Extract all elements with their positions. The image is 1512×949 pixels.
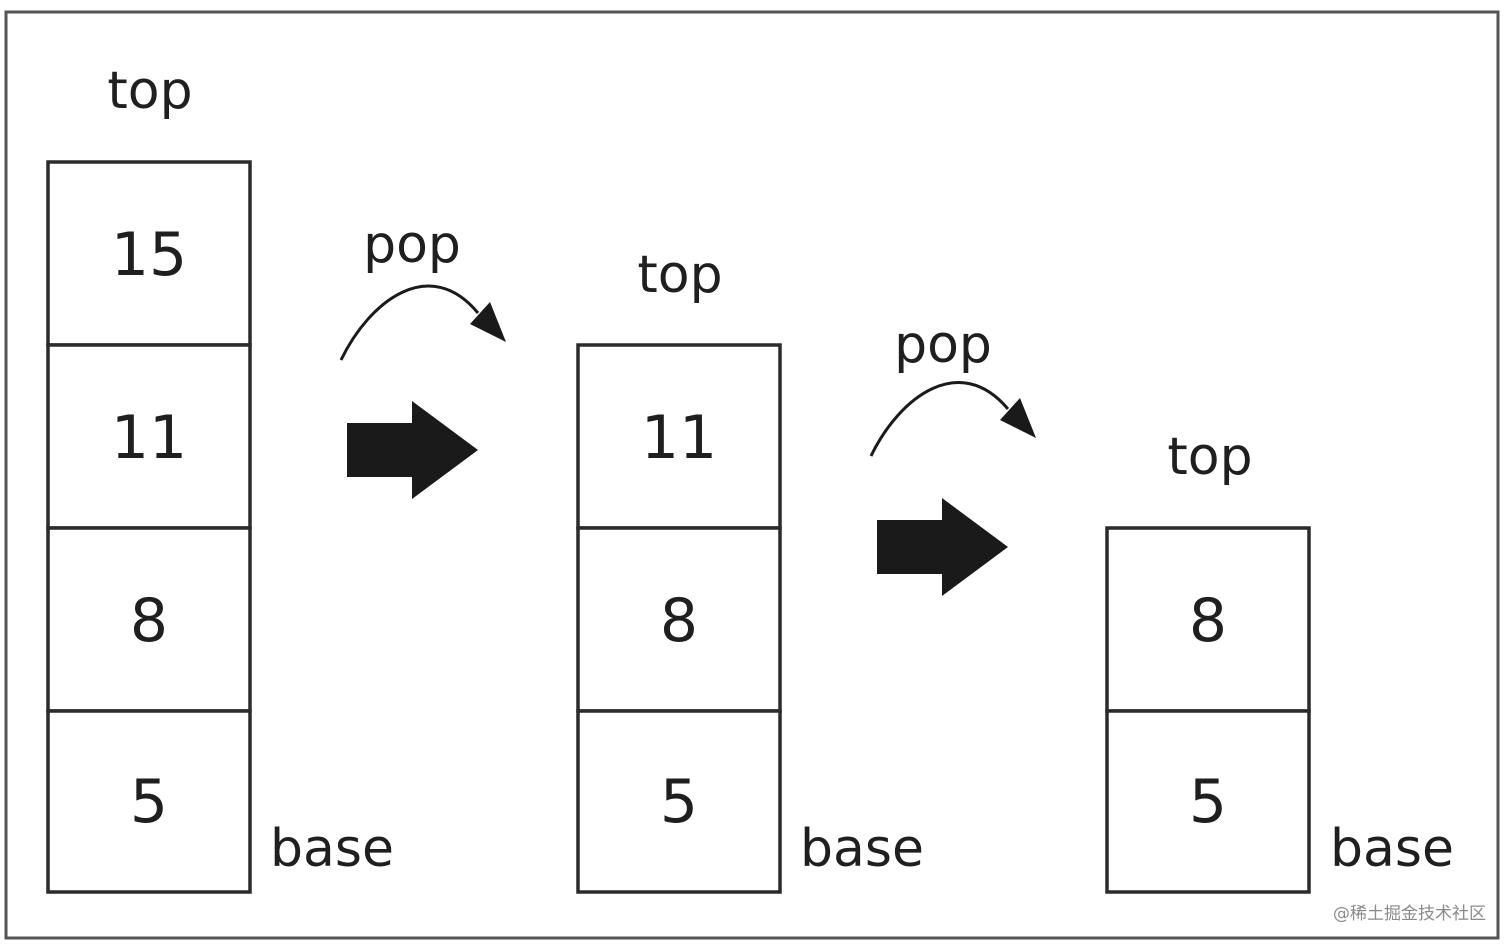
stack-1-top-label: top xyxy=(107,61,192,121)
stack-2: top 11 8 5 base xyxy=(576,245,924,894)
stack-3-cell-2 xyxy=(1105,709,1311,894)
stack-2-value-2: 8 xyxy=(660,586,698,656)
stack-2-value-1: 11 xyxy=(641,403,717,473)
stack-3-base-label: base xyxy=(1330,819,1454,879)
stack-1-cell-4 xyxy=(46,709,252,894)
stack-2-base-label: base xyxy=(800,819,924,879)
stack-3-cell-1 xyxy=(1105,526,1311,713)
stack-1-value-2: 11 xyxy=(111,403,187,473)
stack-1-value-3: 8 xyxy=(130,586,168,656)
block-arrow-right-icon xyxy=(347,401,478,499)
stack-2-top-label: top xyxy=(637,245,722,305)
curved-arrow-icon xyxy=(869,381,1010,457)
stack-1-base-label: base xyxy=(270,819,394,879)
pop-operation-2: pop xyxy=(869,315,1036,596)
watermark: @稀土掘金技术社区 xyxy=(1333,904,1486,924)
stack-2-cell-1 xyxy=(576,343,782,530)
pop-operation-1: pop xyxy=(339,215,506,499)
stack-1: top 15 11 8 5 base xyxy=(46,61,394,894)
stack-3-value-2: 5 xyxy=(1189,767,1227,837)
stack-2-cell-3 xyxy=(576,709,782,894)
stack-2-cell-2 xyxy=(576,526,782,713)
stack-2-value-3: 5 xyxy=(660,767,698,837)
stack-3: top 8 5 base xyxy=(1105,427,1454,894)
pop-label-2: pop xyxy=(894,315,992,375)
stack-3-top-label: top xyxy=(1167,427,1252,487)
curved-arrowhead-icon xyxy=(1000,398,1036,438)
pop-label-1: pop xyxy=(363,215,461,275)
block-arrow-right-icon xyxy=(877,498,1008,596)
stack-1-value-4: 5 xyxy=(130,767,168,837)
curved-arrow-icon xyxy=(339,284,480,361)
curved-arrowhead-icon xyxy=(470,302,506,342)
stack-1-cell-1 xyxy=(46,160,252,347)
stack-3-value-1: 8 xyxy=(1189,586,1227,656)
stack-1-value-1: 15 xyxy=(111,220,187,290)
stack-1-cell-2 xyxy=(46,343,252,530)
